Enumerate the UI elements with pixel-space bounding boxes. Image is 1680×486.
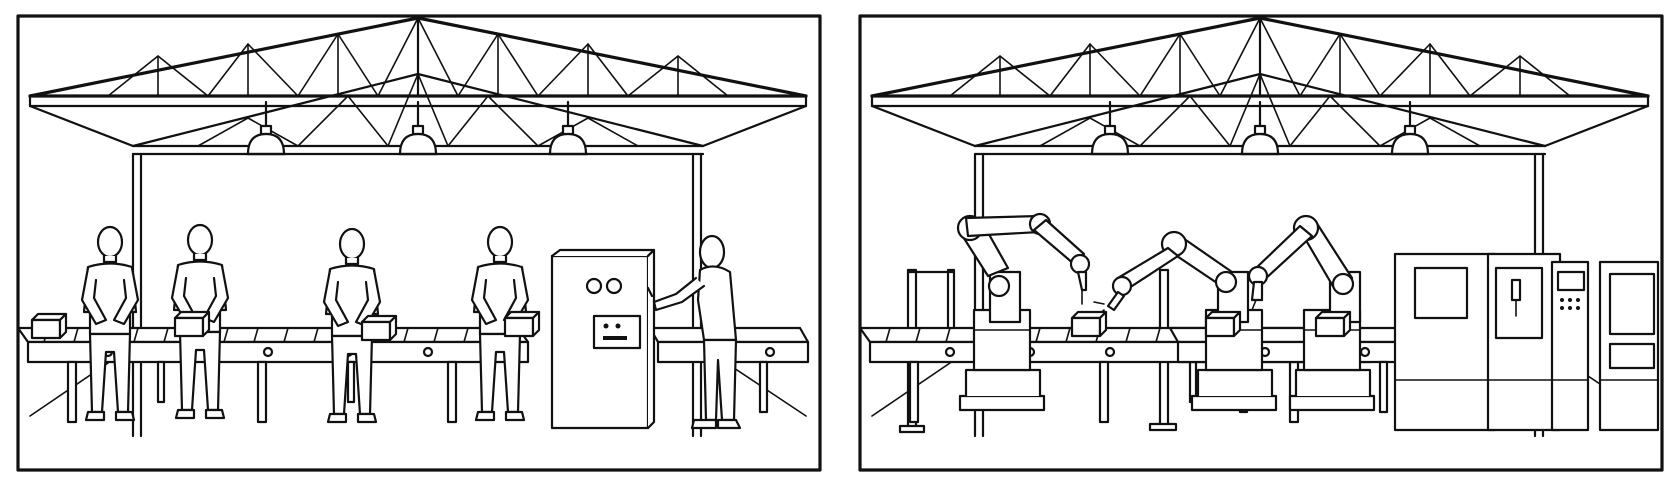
lamp-icon	[1088, 100, 1132, 156]
box-icon	[1204, 310, 1242, 338]
box-icon	[360, 314, 398, 342]
cnc-machine-icon	[1393, 252, 1590, 432]
box-icon	[1314, 310, 1352, 338]
box-icon	[173, 310, 211, 338]
worker-icon	[80, 225, 140, 422]
box-icon	[1070, 310, 1108, 338]
lamp-icon	[1388, 100, 1432, 156]
box-icon	[503, 310, 541, 338]
control-cabinet-icon	[550, 248, 656, 430]
lamp-icon	[1238, 100, 1282, 156]
worker-icon	[646, 234, 742, 430]
robot-arm-icon	[956, 212, 1091, 412]
box-icon	[30, 312, 68, 340]
robotic-assembly-panel	[858, 14, 1664, 472]
cnc-machine-icon	[1598, 260, 1660, 432]
manual-assembly-panel	[16, 14, 822, 472]
robot-arm-icon	[1093, 230, 1278, 412]
roof-truss	[28, 16, 808, 438]
lamp-icon	[546, 100, 590, 156]
lamp-icon	[396, 100, 440, 156]
